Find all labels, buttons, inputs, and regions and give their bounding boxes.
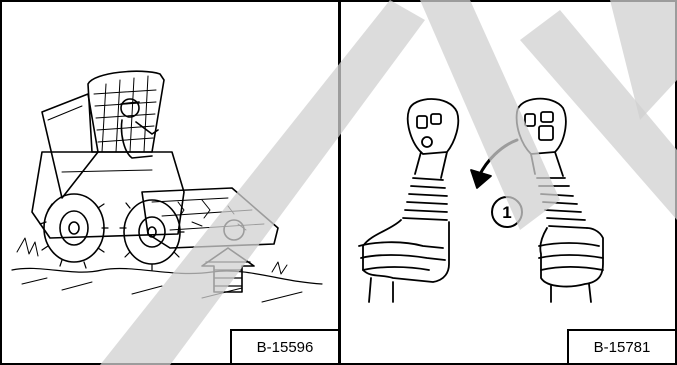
figure-label-right: B-15781 xyxy=(567,329,675,363)
figure-panel-skid-steer: B-15596 xyxy=(0,0,340,365)
skid-steer-loader-icon xyxy=(2,2,340,365)
figure-label-left: B-15596 xyxy=(230,329,338,363)
joystick-controls-icon: 1 xyxy=(341,2,677,365)
figure-panel-joysticks: 1 B-15781 xyxy=(339,0,677,365)
callout-number: 1 xyxy=(502,203,511,222)
